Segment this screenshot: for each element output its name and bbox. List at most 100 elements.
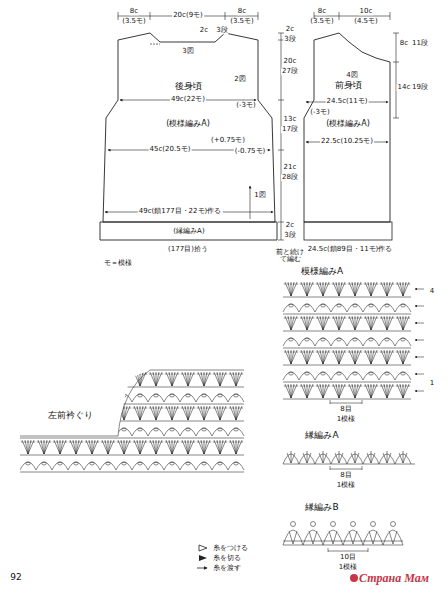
- stitch-stroke: [383, 352, 385, 353]
- stitch-stroke: [332, 352, 334, 353]
- stitch-stroke: [94, 408, 96, 409]
- chain-loop: [122, 394, 126, 397]
- stitch-stroke: [91, 374, 93, 375]
- stitch-stroke: [97, 442, 99, 443]
- chain-arch: [212, 428, 228, 436]
- chain-arch: [299, 372, 315, 380]
- chain-loop: [138, 394, 142, 397]
- stitch-stroke: [200, 374, 202, 375]
- dimension-label: 3段: [283, 232, 296, 239]
- chain-loop: [353, 372, 357, 375]
- dimension-lines: [105, 12, 399, 240]
- stitch-stroke: [293, 284, 295, 285]
- stitch-stroke: [283, 297, 411, 298]
- stitch-stroke: [364, 318, 366, 319]
- stitch-stroke: [104, 442, 106, 443]
- stitch-stroke: [193, 442, 195, 443]
- chain-loop: [170, 462, 174, 465]
- chain-arch: [379, 372, 395, 380]
- stitch-stroke: [142, 408, 144, 409]
- stitch-stroke: [369, 531, 373, 544]
- stitch-stroke: [339, 451, 340, 463]
- stitch-stroke: [335, 453, 339, 463]
- stitch-stroke: [152, 408, 154, 409]
- chain-arch: [36, 428, 52, 436]
- dimension-label: 49c(22モ): [170, 96, 206, 103]
- chain-arch: [52, 462, 68, 470]
- stitch-stroke: [44, 372, 45, 386]
- chain-arch: [283, 304, 299, 312]
- stitch-stroke: [69, 374, 71, 375]
- chain-loop: [305, 338, 309, 341]
- chain-arch: [132, 462, 148, 470]
- stitch-stroke: [28, 406, 34, 420]
- stitch-stroke: [136, 442, 138, 443]
- stitch-stroke: [402, 352, 404, 353]
- stitch-stroke: [181, 408, 183, 409]
- stitch-stroke: [57, 372, 60, 386]
- stitch-stroke: [65, 374, 67, 375]
- stitch-stroke: [177, 374, 179, 375]
- stitch-stroke: [309, 318, 311, 319]
- chain-arch: [363, 304, 379, 312]
- dimension-label: (4.5モ): [353, 18, 379, 25]
- stitch-stroke: [187, 374, 189, 375]
- stitch-stroke: [232, 408, 234, 409]
- chart-title: 左前衿ぐり: [47, 411, 94, 420]
- stitch-stroke: [402, 318, 404, 319]
- stitch-stroke: [392, 318, 394, 319]
- stitch-stroke: [396, 284, 398, 285]
- stitch-stroke: [60, 372, 66, 386]
- legend-row: 糸を切る: [196, 553, 248, 563]
- stitch-stroke: [229, 408, 231, 409]
- stitch-stroke: [383, 386, 385, 387]
- row-arrow: [415, 374, 424, 375]
- stitch-stroke: [329, 531, 333, 544]
- stitch-stroke: [101, 374, 103, 375]
- stitch-stroke: [165, 408, 167, 409]
- stitch-stroke: [383, 284, 385, 285]
- stitch-stroke: [396, 386, 398, 387]
- stitch-stroke: [108, 406, 114, 420]
- stitch-stroke: [206, 442, 208, 443]
- stitch-stroke: [316, 386, 318, 387]
- stitch-stroke: [92, 372, 93, 386]
- chain-loop: [26, 462, 30, 465]
- dimension-label: 24.5c(11モ): [326, 98, 369, 105]
- stitch-stroke: [81, 442, 83, 443]
- stitch-stroke: [332, 386, 334, 387]
- stitch-stroke: [296, 318, 298, 319]
- dimension-label: 21c: [283, 164, 298, 171]
- stitch-stroke: [328, 284, 330, 285]
- stitch-stroke: [139, 442, 141, 443]
- stitch-stroke: [348, 318, 350, 319]
- chain-loop: [58, 462, 62, 465]
- dimension-label: 1模様: [336, 482, 356, 489]
- stitch-stroke: [20, 472, 244, 473]
- dimension-label: (3.5モ): [309, 18, 335, 25]
- stitch-stroke: [110, 442, 112, 443]
- stitch-stroke: [78, 408, 80, 409]
- stitch-stroke: [216, 442, 218, 443]
- stitch-stroke: [284, 386, 286, 387]
- stitch-stroke: [393, 531, 397, 544]
- chain-arch: [299, 338, 315, 346]
- dimension-label: 14c: [397, 84, 412, 91]
- chain-arch: [148, 394, 164, 402]
- dimension-label: 27段: [281, 68, 299, 75]
- dimension-label: 10目: [339, 554, 357, 561]
- dimension-label: 2c: [285, 26, 295, 33]
- chain-arch: [20, 428, 36, 436]
- stitch-stroke: [389, 318, 391, 319]
- stitch-stroke: [376, 386, 378, 387]
- stitch-stroke: [232, 374, 234, 375]
- chain-loop: [234, 462, 238, 465]
- shell-stitch: [303, 530, 323, 545]
- chain-arch: [363, 338, 379, 346]
- dimension-label: (-3モ): [309, 109, 330, 116]
- stitch-stroke: [332, 318, 334, 319]
- stitch-stroke: [184, 374, 186, 375]
- stitch-stroke: [283, 348, 411, 349]
- stitch-stroke: [21, 442, 23, 443]
